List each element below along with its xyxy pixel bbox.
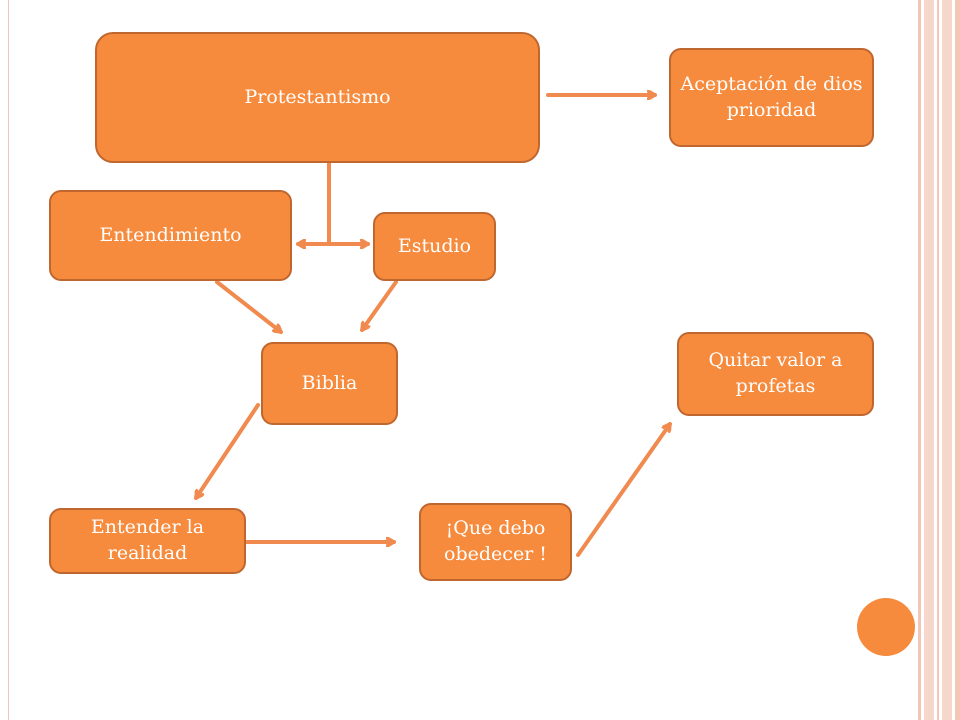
node-biblia-label: Biblia bbox=[301, 371, 358, 394]
node-quitar-valor[interactable]: Quitar valor a profetas bbox=[677, 332, 874, 416]
decorative-circle bbox=[857, 598, 915, 656]
node-entendimiento[interactable]: Entendimiento bbox=[49, 190, 292, 281]
node-obedecer[interactable]: ¡Que debo obedecer ! bbox=[419, 503, 572, 581]
right-decorative-stripes bbox=[918, 0, 960, 720]
node-quitar-valor-label: Quitar valor a profetas bbox=[708, 349, 843, 397]
node-entendimiento-label: Entendimiento bbox=[99, 223, 242, 246]
edge-estudio-biblia bbox=[360, 280, 398, 332]
node-biblia[interactable]: Biblia bbox=[261, 342, 398, 425]
edge-entendimiento-biblia bbox=[215, 280, 283, 334]
left-border-line bbox=[8, 0, 9, 720]
node-entender-realidad-label: Entender la realidad bbox=[90, 516, 205, 564]
node-protestantismo[interactable]: Protestantismo bbox=[95, 32, 540, 163]
edge-obedecer-quitar bbox=[576, 422, 672, 557]
node-aceptacion-label: Aceptación de dios prioridad bbox=[680, 72, 863, 121]
node-obedecer-label: ¡Que debo obedecer ! bbox=[444, 517, 547, 565]
node-entender-realidad[interactable]: Entender la realidad bbox=[49, 508, 246, 574]
node-protestantismo-label: Protestantismo bbox=[244, 85, 391, 108]
edge-biblia-entender bbox=[194, 403, 260, 500]
node-estudio[interactable]: Estudio bbox=[373, 212, 496, 281]
node-estudio-label: Estudio bbox=[397, 234, 472, 257]
node-aceptacion[interactable]: Aceptación de dios prioridad bbox=[669, 48, 874, 147]
